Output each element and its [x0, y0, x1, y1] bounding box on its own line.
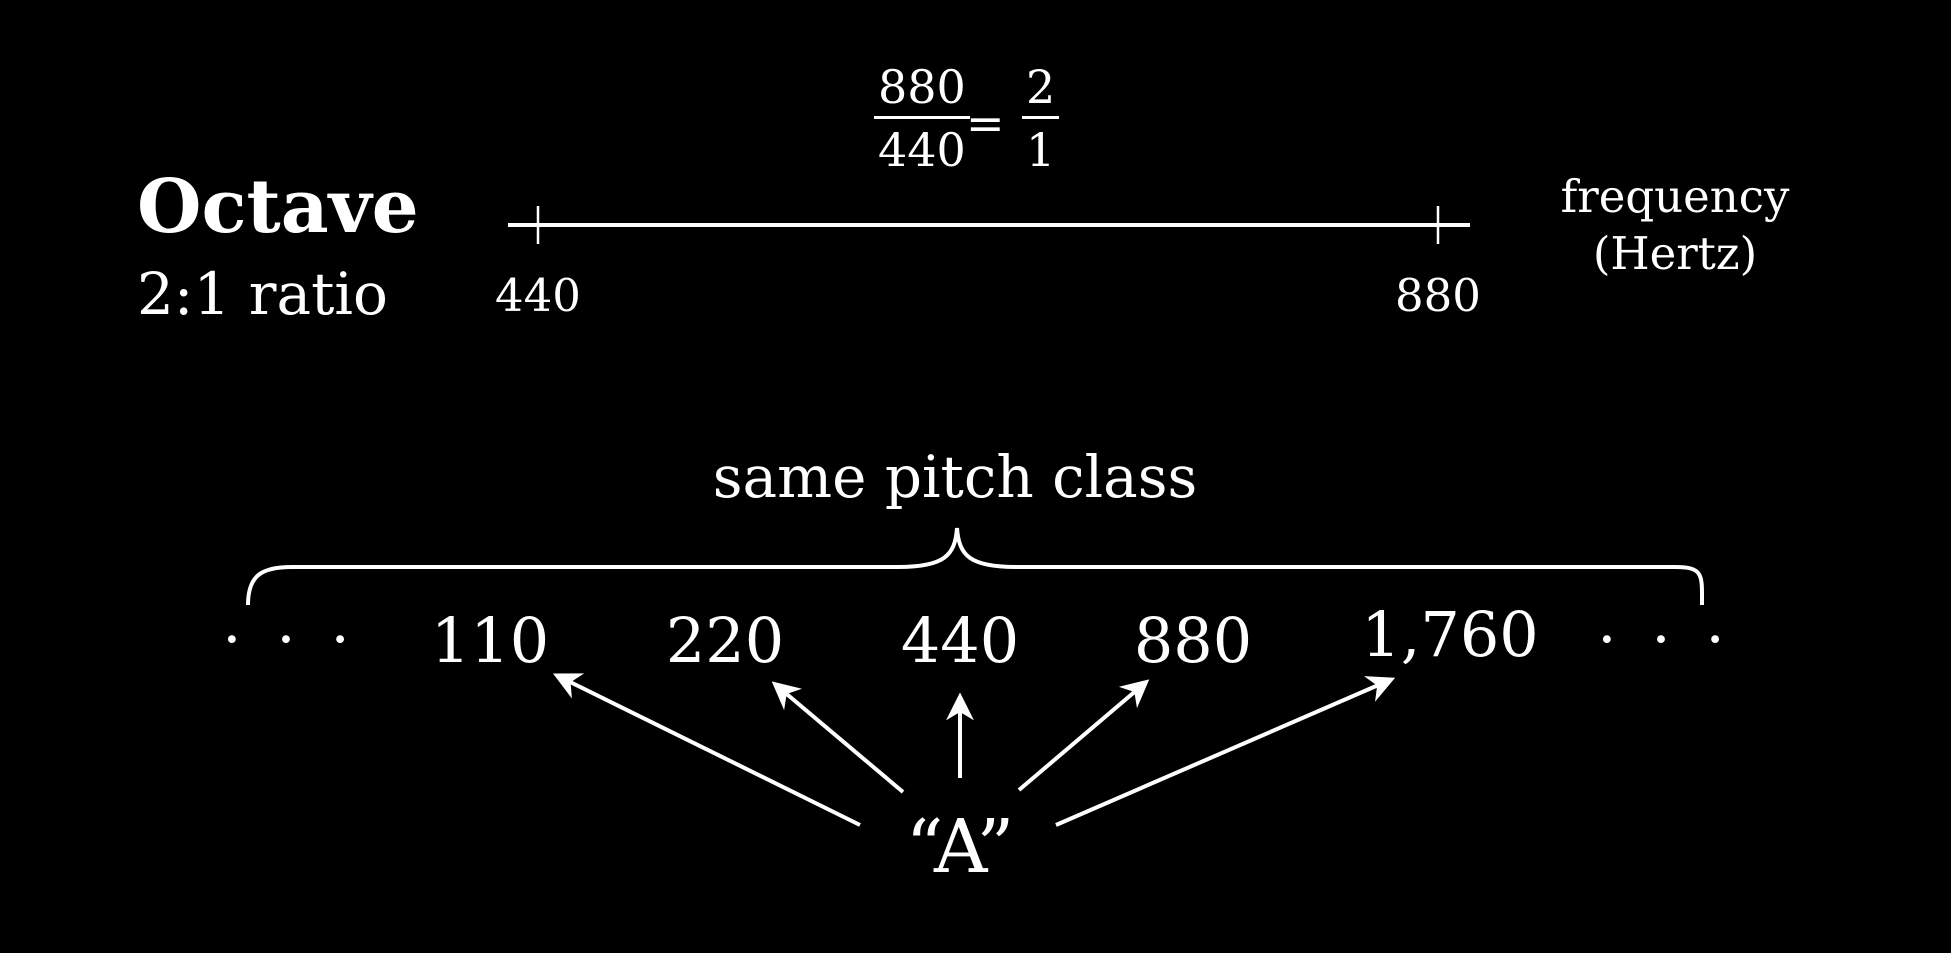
frequency-value: 110 [430, 604, 550, 677]
fraction-denominator: 440 [878, 123, 966, 177]
diagram-subtitle: 2:1 ratio [137, 260, 388, 328]
ratio-fraction-left: 880 440 [874, 64, 970, 173]
arrow-to-220 [771, 681, 905, 794]
fraction-denominator: 1 [1026, 123, 1056, 177]
brace-label: same pitch class [712, 443, 1198, 511]
equals-sign: = [966, 96, 1005, 150]
leading-ellipsis: · · · [222, 605, 358, 675]
frequency-value: 440 [900, 604, 1020, 677]
note-name: “A” [905, 804, 1015, 890]
axis-title-line: (Hertz) [1592, 227, 1758, 280]
ratio-fraction-right: 2 1 [1022, 64, 1060, 177]
frequency-value: 220 [665, 604, 785, 677]
fraction-numerator: 2 [1022, 64, 1060, 119]
pitch-class-brace [246, 527, 1705, 606]
trailing-ellipsis: · · · [1597, 605, 1733, 675]
axis-tick-label: 880 [1395, 269, 1481, 322]
axis-title: frequency (Hertz) [1530, 168, 1820, 282]
arrow-to-110 [552, 673, 861, 827]
frequency-value: 880 [1133, 604, 1253, 677]
diagram-title: Octave [137, 164, 419, 250]
arrow-to-1760 [1055, 676, 1396, 827]
axis-tick-label: 440 [495, 269, 581, 322]
frequency-value: 1,760 [1361, 598, 1539, 671]
axis-title-line: frequency [1560, 170, 1790, 223]
fraction-numerator: 880 [874, 64, 970, 119]
arrow-to-880 [1017, 679, 1150, 792]
